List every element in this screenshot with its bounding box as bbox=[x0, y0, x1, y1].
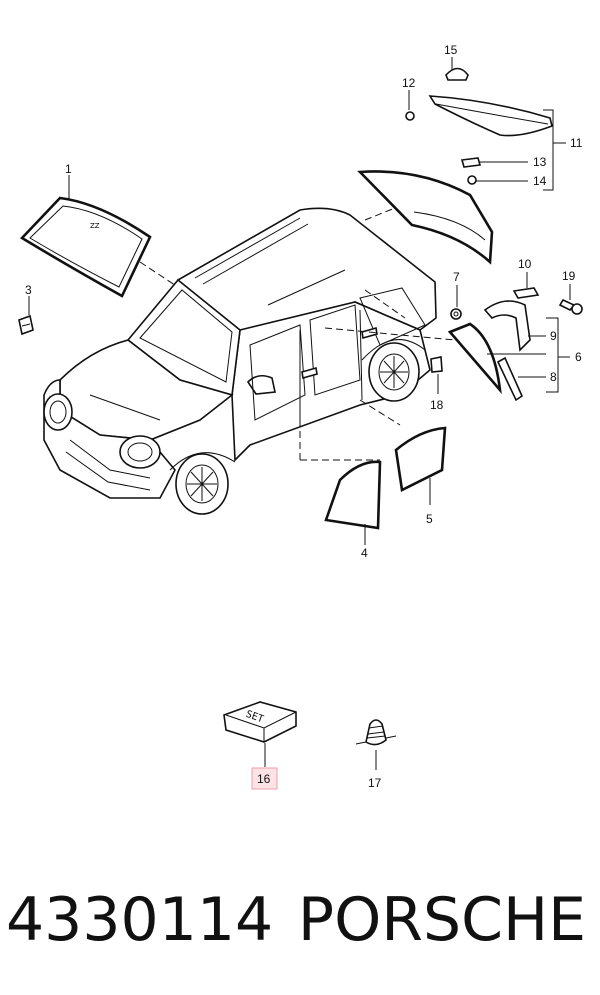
seal-part bbox=[483, 300, 531, 352]
callout-11: 11 bbox=[570, 136, 583, 150]
rear-glass-part bbox=[357, 170, 494, 265]
rear-door-glass-part bbox=[394, 426, 447, 492]
callout-3: 3 bbox=[25, 283, 32, 297]
clip-18-part bbox=[430, 356, 443, 373]
trim-strip-part bbox=[496, 356, 524, 402]
callout-13: 13 bbox=[533, 155, 547, 169]
callout-9: 9 bbox=[550, 329, 557, 343]
car-body bbox=[43, 207, 437, 515]
caption-bar: 4330114 PORSCHE bbox=[0, 870, 600, 970]
callout-17: 17 bbox=[368, 776, 382, 790]
screw-part bbox=[558, 298, 583, 315]
grommet-17-part bbox=[355, 719, 397, 746]
brand-name: PORSCHE bbox=[297, 885, 586, 955]
callout-4: 4 bbox=[361, 546, 368, 560]
clip-part bbox=[18, 314, 34, 336]
callout-14: 14 bbox=[533, 174, 547, 188]
callout-6: 6 bbox=[575, 350, 582, 364]
front-door-glass-part bbox=[324, 460, 382, 530]
svg-text:ZZ: ZZ bbox=[90, 222, 100, 230]
callout-7: 7 bbox=[453, 270, 460, 284]
bolt-part bbox=[460, 157, 482, 185]
parts-diagram: ZZ bbox=[18, 43, 583, 790]
callout-12: 12 bbox=[402, 76, 416, 90]
grommet-part bbox=[450, 308, 462, 320]
callout-16: 16 bbox=[257, 772, 271, 786]
part-number: 4330114 bbox=[6, 885, 274, 955]
nut-part bbox=[405, 111, 415, 121]
retainer-part bbox=[512, 287, 540, 299]
callout-15: 15 bbox=[444, 43, 458, 57]
callout-8: 8 bbox=[550, 370, 557, 384]
callout-highlight bbox=[251, 767, 278, 790]
quarter-glass-part bbox=[447, 322, 502, 395]
callout-1: 1 bbox=[65, 162, 72, 176]
set-box-part: SET bbox=[223, 701, 297, 743]
callout-18: 18 bbox=[430, 398, 444, 412]
callout-19: 19 bbox=[562, 269, 576, 283]
plug-part bbox=[445, 67, 469, 81]
callout-5: 5 bbox=[426, 512, 433, 526]
spoiler-part bbox=[428, 95, 553, 137]
callout-10: 10 bbox=[518, 257, 532, 271]
windshield-part: ZZ bbox=[19, 196, 152, 298]
